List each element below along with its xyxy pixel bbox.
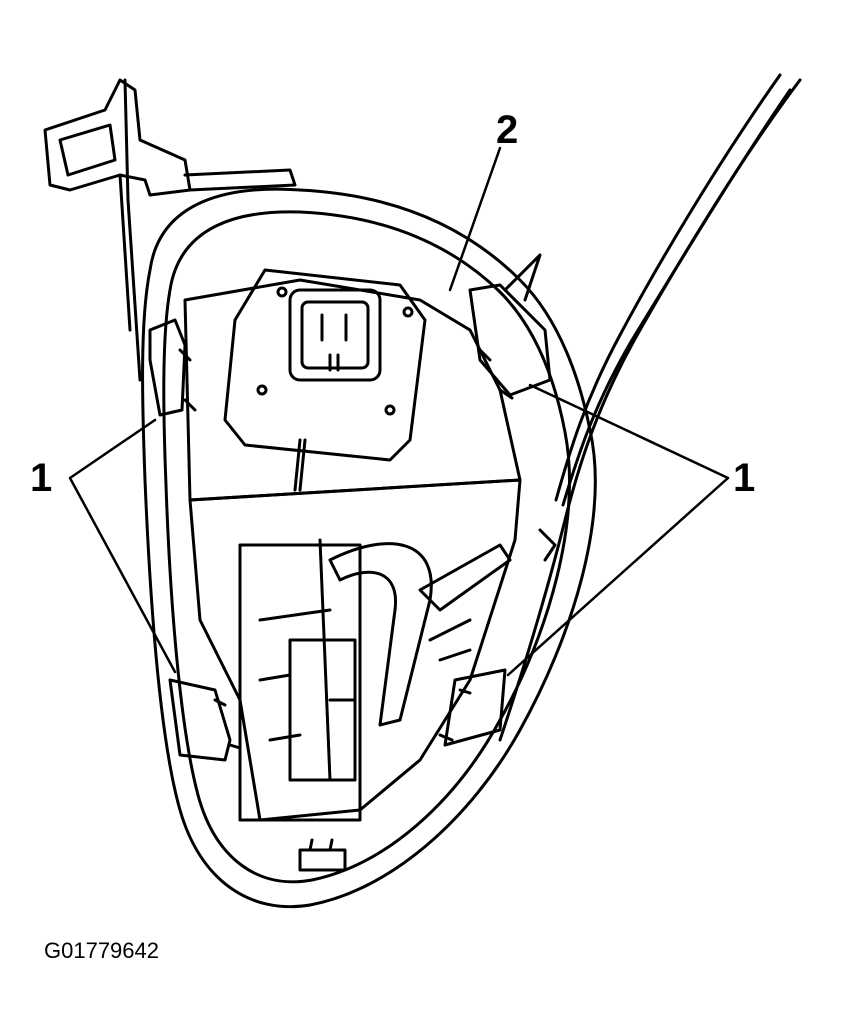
connector-housing <box>223 268 427 462</box>
connector-pins <box>320 313 348 372</box>
bracket-strap <box>183 168 297 192</box>
retaining-clip <box>148 318 187 417</box>
clip-tabs <box>178 348 514 750</box>
connector-screw <box>402 306 414 318</box>
connector-inner <box>300 300 370 370</box>
motor-gear-lines <box>258 538 357 782</box>
connector-screw <box>256 384 268 396</box>
motor-body <box>238 543 362 822</box>
connector-tab <box>293 438 307 492</box>
callout-1-right: 1 <box>733 456 756 500</box>
housing-fin <box>503 253 542 302</box>
retaining-clip <box>468 283 552 397</box>
motor-link <box>418 543 512 662</box>
motor-gear-box <box>288 638 357 782</box>
retaining-clip <box>168 678 232 762</box>
leader-line-right <box>506 383 730 677</box>
connector-socket <box>288 288 382 382</box>
wire-harness-inner <box>554 73 782 502</box>
leader-line-top <box>448 146 502 292</box>
motor-arm <box>328 542 433 727</box>
motor-plate-lower <box>188 478 522 822</box>
figure-id: G01779642 <box>44 938 159 963</box>
motor-plate <box>183 278 522 502</box>
housing-tab-bottom <box>298 838 347 872</box>
bracket-arm <box>118 78 142 382</box>
callout-1-left: 1 <box>30 456 53 500</box>
retaining-clip <box>443 668 507 747</box>
housing-fin <box>538 528 557 562</box>
leader-line-left <box>68 418 177 674</box>
connector-screw <box>276 286 288 298</box>
wire-harness-mid <box>561 88 792 507</box>
housing-outer-shell <box>141 187 597 909</box>
callout-2: 2 <box>496 108 519 152</box>
connector-screw <box>384 404 396 416</box>
bracket-detail <box>58 123 117 177</box>
